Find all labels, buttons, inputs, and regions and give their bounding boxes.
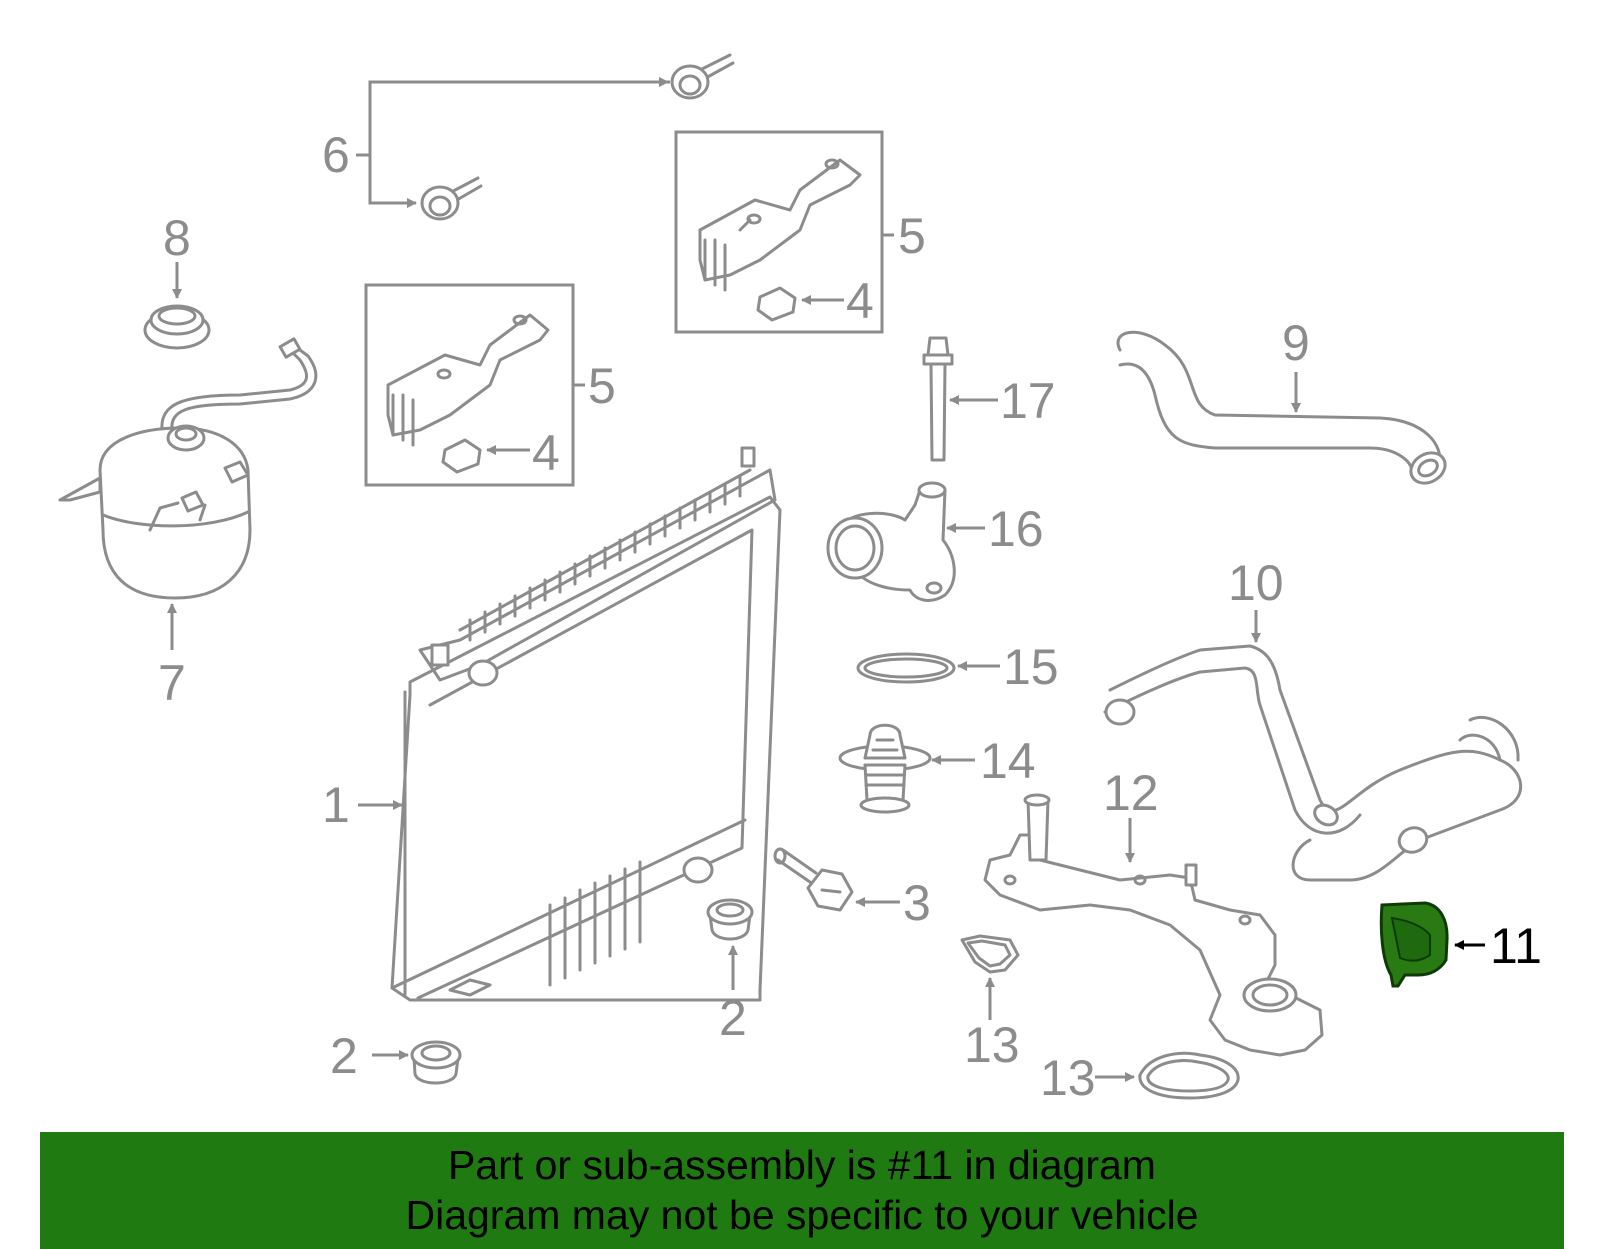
label-15: 15 <box>1003 639 1059 695</box>
label-8: 8 <box>163 210 191 266</box>
label-17: 17 <box>1000 373 1056 429</box>
banner-line-2: Diagram may not be specific to your vehi… <box>405 1192 1199 1238</box>
part-8-cap: 8 <box>143 210 211 350</box>
part-17-bolt: 17 <box>922 336 1056 462</box>
label-10: 10 <box>1228 555 1284 611</box>
part-5-lower-bracket: 4 5 <box>364 283 616 487</box>
label-9: 9 <box>1282 315 1310 371</box>
label-13-left: 13 <box>964 1017 1020 1073</box>
label-5-lower: 5 <box>588 358 616 414</box>
label-16: 16 <box>988 501 1044 557</box>
part-13-gasket-left: 13 <box>960 934 1020 1073</box>
label-11: 11 <box>1490 918 1542 974</box>
hose-9-icon <box>1116 330 1442 462</box>
part-1-radiator: 1 <box>322 446 782 1002</box>
part-11-clip: 11 <box>1379 901 1542 988</box>
bolt-17-icon <box>929 362 947 462</box>
label-6: 6 <box>322 127 350 183</box>
part-15-gasket: 15 <box>856 639 1059 695</box>
gasket-13-lower-icon <box>1138 1051 1240 1100</box>
label-5-upper: 5 <box>898 208 926 264</box>
nut-upper-icon <box>756 286 797 322</box>
bracket-lower-icon <box>386 313 550 437</box>
bolt-lower-icon <box>420 176 483 221</box>
label-2-center: 2 <box>719 990 747 1046</box>
label-13-lower: 13 <box>1040 1050 1096 1106</box>
bracket-upper-icon <box>698 158 862 282</box>
label-14: 14 <box>980 733 1036 789</box>
tube-12-icon <box>983 833 1324 1057</box>
label-4-upper: 4 <box>846 273 874 329</box>
label-12: 12 <box>1103 765 1159 821</box>
banner-line-1: Part or sub-assembly is #11 in diagram <box>448 1142 1156 1188</box>
part-7-reservoir: 7 <box>58 337 318 711</box>
label-4-lower: 4 <box>532 425 560 481</box>
gasket-13-left-icon <box>960 934 1020 974</box>
part-14-thermostat: 14 <box>838 723 1036 814</box>
part-13-gasket-lower: 13 <box>1040 1050 1240 1106</box>
part-10-hose: 10 <box>1103 555 1523 882</box>
info-banner: Part or sub-assembly is #11 in diagram D… <box>40 1132 1564 1249</box>
part-5-upper-bracket: 4 5 <box>674 130 926 334</box>
label-3: 3 <box>903 875 931 931</box>
nut-lower-icon <box>441 438 482 474</box>
hose-10-icon <box>1108 644 1523 882</box>
callout-6-line <box>368 80 670 205</box>
part-12-tube: 12 <box>983 765 1324 1057</box>
part-6-bolts: 6 <box>322 53 735 221</box>
gasket-15-icon <box>856 652 956 684</box>
part-2-grommet-lower: 2 <box>330 1028 462 1085</box>
label-1: 1 <box>322 777 350 833</box>
part-9-hose: 9 <box>1116 315 1447 485</box>
bracket-box-upper <box>674 130 884 334</box>
part-16-housing: 16 <box>826 481 1044 602</box>
part-2-grommet-center: 2 <box>706 898 754 1046</box>
reservoir-icon <box>98 426 252 600</box>
label-2-lower: 2 <box>330 1028 358 1084</box>
bolt-upper-icon <box>670 53 735 100</box>
part-3-bolt: 3 <box>773 847 931 931</box>
label-7: 7 <box>158 655 186 711</box>
